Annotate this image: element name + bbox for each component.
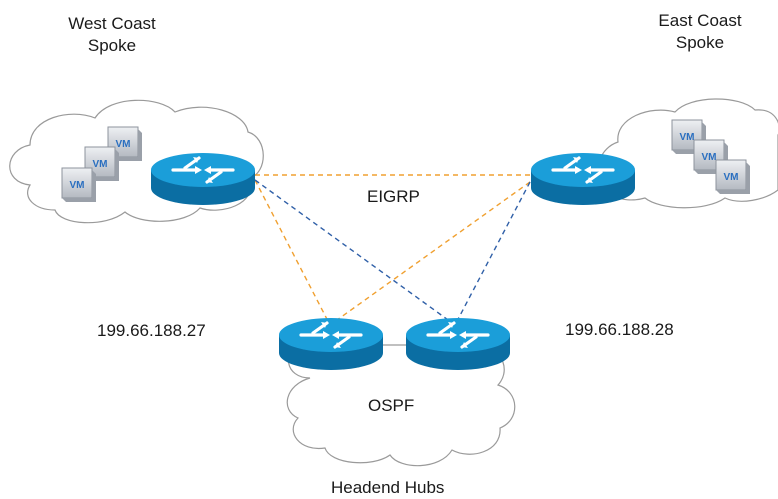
link-west-hubleft-orange [254,179,331,326]
hub-right-router-icon [404,316,512,372]
vm-label: VM [702,152,717,163]
vm-label: VM [680,132,695,143]
west-vm-stack: VM VM VM [61,126,143,203]
east-site-line1: East Coast [658,11,742,30]
west-site-line1: West Coast [68,14,156,33]
east-router-icon [529,151,637,207]
vm-label: VM [70,180,85,191]
eigrp-label: EIGRP [367,187,420,206]
vm-label: VM [116,139,131,150]
links [254,174,531,326]
link-east-hubright-blue [454,181,531,326]
vm-label: VM [724,172,739,183]
link-east-hubleft-orange [329,181,531,326]
link-west-hubright-blue [254,179,456,326]
hub-left-router-icon [277,316,385,372]
ospf-label: OSPF [368,396,415,415]
hub-right-address: 199.66.188.28 [565,320,674,339]
west-site-line2: Spoke [87,36,137,55]
vm-label: VM [93,159,108,170]
east-site-label: East Coast Spoke [640,10,760,54]
west-router-icon [149,151,257,207]
east-site-line2: Spoke [675,33,725,52]
west-site-label: West Coast Spoke [52,13,172,57]
east-vm-stack: VM VM VM [671,119,751,195]
hub-left-address: 199.66.188.27 [97,321,206,340]
headend-hubs-caption: Headend Hubs [331,478,445,497]
